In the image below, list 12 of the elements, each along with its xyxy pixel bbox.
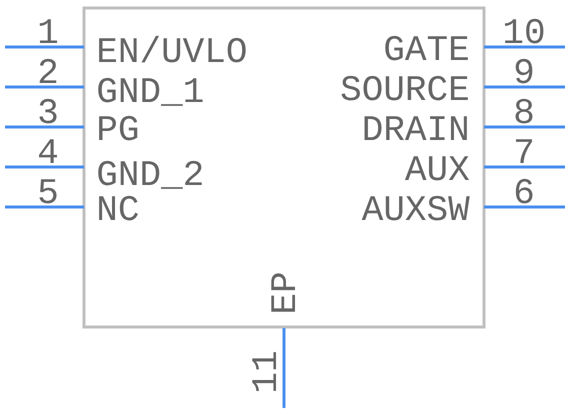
pin-name: PG bbox=[99, 116, 138, 140]
pin-name: SOURCE bbox=[342, 76, 468, 100]
chip-body bbox=[82, 6, 486, 328]
pin-name: EP bbox=[271, 273, 295, 312]
pin-name: NC bbox=[99, 196, 138, 220]
pin-name: AUX bbox=[404, 156, 470, 180]
pin-name: DRAIN bbox=[364, 116, 467, 140]
pin-name: GATE bbox=[385, 36, 468, 60]
pin-name: GND_1 bbox=[98, 78, 203, 106]
pin-name: GND_2 bbox=[98, 160, 202, 189]
pin-name: EN/UVLO bbox=[99, 36, 246, 62]
pin-name: AUXSW bbox=[362, 196, 470, 220]
